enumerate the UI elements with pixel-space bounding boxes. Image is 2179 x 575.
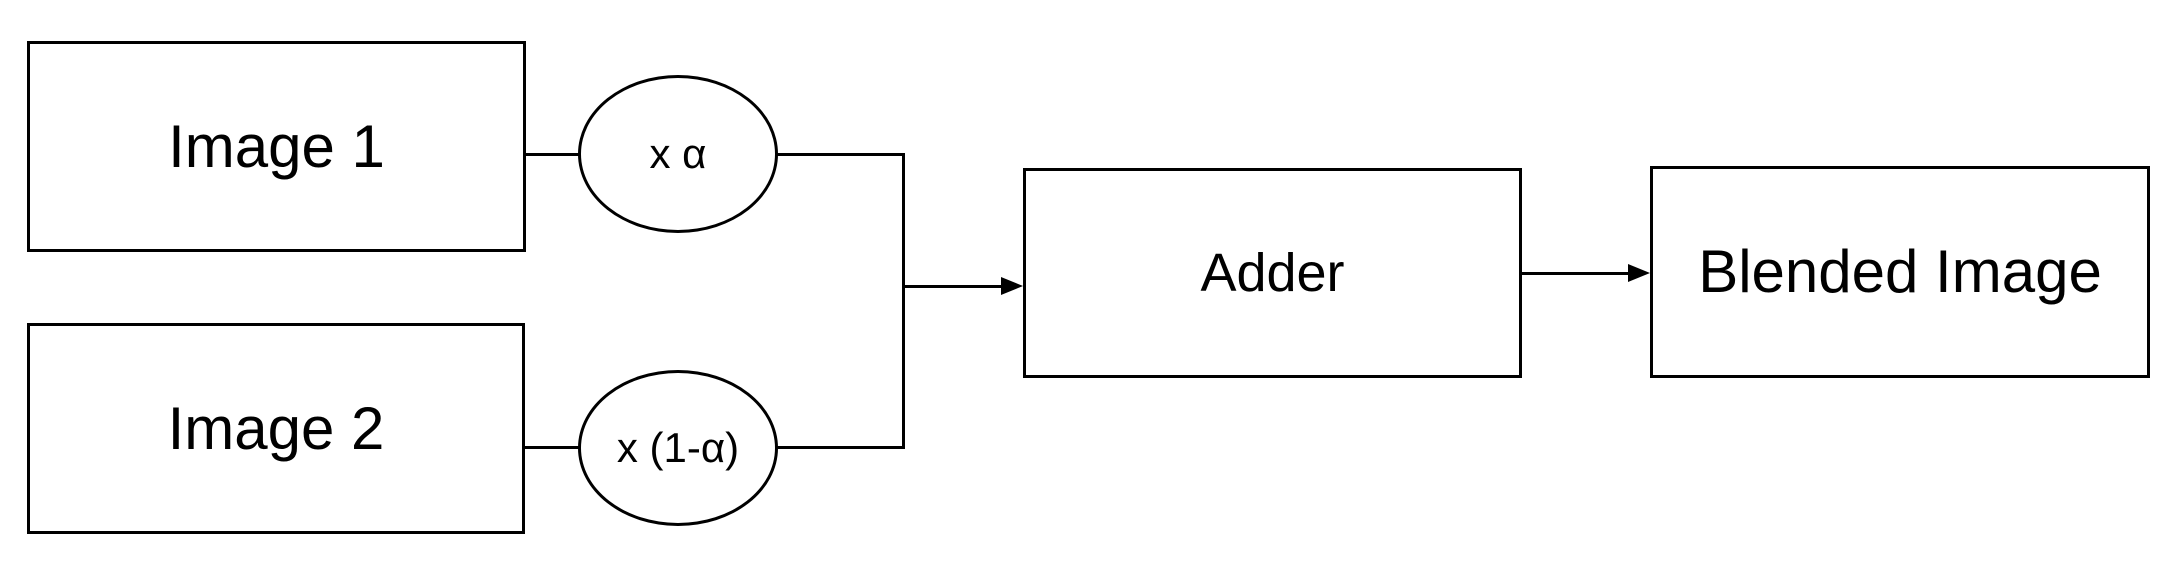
- adder-node: Adder: [1023, 168, 1522, 378]
- connector-merge-junction-vertical: [902, 153, 905, 449]
- multiplier-one-minus-alpha-label: x (1-α): [616, 424, 740, 471]
- connector-image1-to-mul-alpha: [524, 153, 580, 156]
- multiplier-alpha-node: x α: [578, 75, 778, 233]
- image2-node: Image 2: [27, 323, 525, 534]
- blended-image-label: Blended Image: [1698, 238, 2102, 305]
- arrowhead-to-blended-image-icon: [1628, 264, 1650, 282]
- arrowhead-to-adder-icon: [1001, 277, 1023, 295]
- image2-label: Image 2: [167, 394, 385, 462]
- multiplier-one-minus-alpha-node: x (1-α): [578, 370, 778, 526]
- connector-image2-to-mul-one-minus-alpha: [523, 446, 580, 449]
- adder-label: Adder: [1200, 243, 1345, 303]
- image1-node: Image 1: [27, 41, 526, 252]
- multiplier-alpha-label: x α: [649, 130, 707, 177]
- connector-junction-to-adder: [903, 285, 1003, 288]
- connector-mul-alpha-to-junction: [776, 153, 905, 156]
- connector-mul-one-minus-alpha-to-junction: [776, 446, 905, 449]
- blended-image-node: Blended Image: [1650, 166, 2150, 378]
- image1-label: Image 1: [168, 112, 385, 180]
- connector-adder-to-blended-image: [1520, 272, 1630, 275]
